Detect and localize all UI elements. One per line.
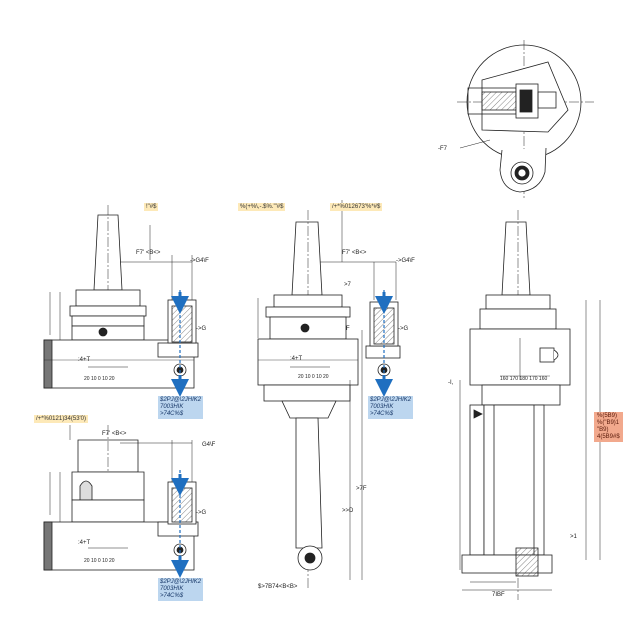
spec-box-top-left: $2PJ@\2JHIK2 7003HIK >74C%$ [158,396,204,419]
dim-g-middle: ->G [398,326,409,332]
dim-f-small-middle: F [346,326,350,332]
dim-f7-b-middle: F7' <B<> [342,250,367,256]
title-tag-bottom-left: /+*%0121)34(53'0) [34,415,89,423]
dim-bottom-right-view: 7IBF [492,592,505,598]
scale-middle: 20 10 0 10 20 [298,374,329,380]
dim-t-middle: :4+T [290,356,303,362]
section-view-top-right [457,40,594,200]
view-middle [257,200,401,590]
dim-bottom-middle: $>7B74<B<B> [258,584,298,590]
spec-box-bottom-left: $2PJ@\2JHIK2 7003HIK >74C%$ [158,578,204,601]
scale-top-left: 20 10 0 10 20 [84,376,115,382]
dim-7-middle: >7 [344,282,351,288]
dim-g4f-bottom-left: G4\F [202,442,216,448]
dim-f-middle: >7F [356,486,367,492]
view-right [459,210,601,600]
dim-g4f-top-left: ->G4\F [190,258,209,264]
title-tag-top-middle-b: /+*%012673'%*#$ [330,203,383,211]
title-tag-top-middle-a: %(+%\,-.$%.'"#$ [238,203,286,211]
scale-right: 160 170 180 170 160 [500,376,548,382]
scale-bottom-left: 20 10 0 10 20 [84,558,115,564]
dim-left-right-view: -I, [448,380,454,386]
spec-box-middle: $2PJ@\2JHIK2 7003HIK >74C%$ [368,396,414,419]
dim-f7-b-bottom-left: F7' <B<> [102,431,127,437]
view-top-left [43,205,199,389]
title-tag-top-left: !"#$ [144,203,159,211]
view-bottom-left [43,425,199,571]
dim-d-middle: >>D [342,508,354,514]
dim-g-top-left: ->G [196,326,207,332]
dim-f7-section: -F7 [438,146,447,152]
dim-f7-b-top-left: F7' <B<> [136,250,161,256]
dim-g4f-middle: ->G4\F [396,258,415,264]
dim-one-right-view: >1 [570,534,577,540]
dim-t-top-left: :4+T [78,357,91,363]
spec-box-right: %(5B9) %("B9)1 "B9) 4(5B9#$ [594,412,623,442]
dim-g-bottom-left: ->G [196,510,207,516]
dim-t-bottom-left: :4+T [78,540,91,546]
